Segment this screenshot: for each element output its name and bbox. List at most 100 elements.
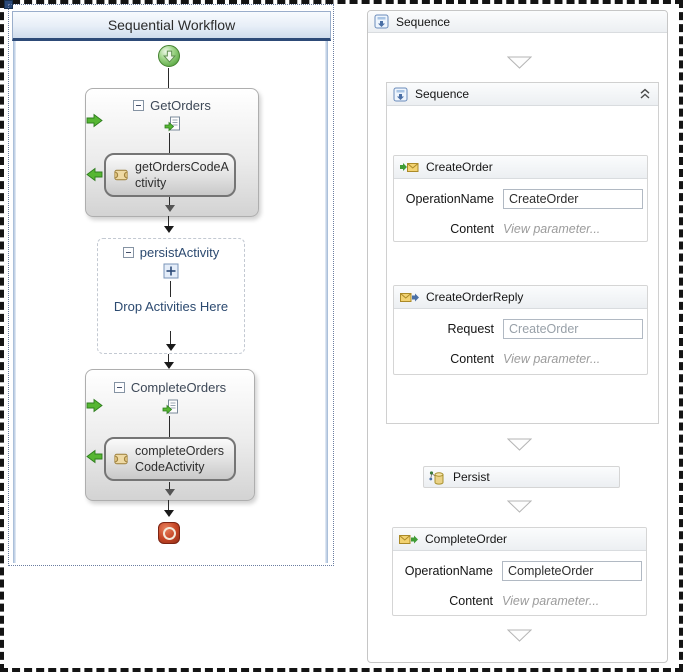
activity-completeorders[interactable]: CompleteOrders completeOrdersCodeActivit… [85,369,255,501]
activity-label: persistActivity [139,245,220,260]
property-label: Content [450,351,494,366]
event-icon-row [86,116,258,133]
sequence-label: Sequence [415,87,470,101]
property-row: OperationName [401,560,642,581]
activity-getorders-header: GetOrders [86,98,258,113]
property-label: Content [450,221,494,236]
connector-arrowhead [165,489,175,496]
property-label: Request [447,321,494,336]
green-arrow-right-icon[interactable] [86,113,103,128]
connector-arrowhead [164,226,174,233]
activity-label: CreateOrder [426,160,493,174]
activity-createorderreply[interactable]: CreateOrderReply Request Content View pa… [393,285,648,375]
activity-label: CompleteOrder [425,532,508,546]
sequence-icon [374,14,389,29]
property-row: OperationName [402,188,643,209]
workflow-title: Sequential Workflow [107,17,236,33]
connector-line [169,416,170,437]
property-label: OperationName [404,563,493,578]
send-reply-envelope-icon [400,292,419,302]
connector-arrowhead [165,205,175,212]
activity-createorder-header[interactable]: CreateOrder [394,156,647,179]
activity-createorder[interactable]: CreateOrder OperationName Content View p… [393,155,648,242]
event-icon-row [86,399,254,416]
sequence-icon [393,87,408,101]
persist-icon-row [98,263,244,279]
connector-line [168,216,169,226]
activity-label: CompleteOrders [130,380,227,395]
activity-completeorders-header: CompleteOrders [86,380,254,395]
operationname-input[interactable] [502,560,642,581]
activity-completeorderscodeactivity[interactable]: completeOrdersCodeActivity [104,437,236,481]
connector-line [168,354,169,362]
property-row: Content View parameter... [402,218,639,239]
design-surface-right-rail [325,41,328,563]
activity-label: CreateOrderReply [426,290,524,304]
sequence-label: Sequence [396,14,451,29]
property-label: OperationName [405,191,494,206]
connector-line [168,500,169,510]
design-surface-left-rail [13,41,16,563]
connector-line [169,482,170,489]
green-arrow-left-icon[interactable] [86,167,103,182]
activity-persistactivity-header: persistActivity [98,245,244,260]
connector-line [169,133,170,153]
outer-sequence-activity[interactable]: Sequence Sequence [367,10,668,663]
start-circle-icon [162,50,176,63]
request-input[interactable] [503,318,643,339]
persist-database-icon [429,470,444,485]
drop-target-triangle[interactable] [507,500,532,513]
connector-line [170,331,171,344]
drop-target-triangle[interactable] [507,629,532,642]
connector-line [168,68,169,88]
connector-arrowhead [164,362,174,369]
operationname-input[interactable] [503,188,643,209]
document-green-arrow-icon [164,116,180,132]
selection-border [8,4,334,566]
workflow-terminate-node[interactable] [158,522,180,544]
activity-label: GetOrders [150,98,211,113]
receive-envelope-icon [400,162,419,172]
property-row: Content View parameter... [402,348,639,369]
activity-persistactivity[interactable]: persistActivity Drop Activities Here [97,238,245,354]
outer-sequence-header[interactable]: Sequence [368,11,667,33]
collapse-toggle-icon[interactable] [133,100,145,111]
property-row: Request [402,318,643,339]
code-activity-name: completeOrdersCodeActivity [135,443,224,474]
activity-label: Persist [453,470,490,484]
scroll-icon [114,453,128,464]
persist-cross-icon [163,263,179,279]
document-green-arrow-icon [162,399,178,415]
drop-target-triangle[interactable] [507,438,532,451]
inner-sequence-header[interactable]: Sequence [387,83,658,106]
green-arrow-left-icon[interactable] [86,449,103,464]
drop-activities-hint: Drop Activities Here [113,299,229,314]
connector-arrowhead [164,510,174,517]
property-row: Content View parameter... [401,590,638,611]
connector-line [169,197,170,205]
connector-line [170,281,171,297]
scroll-icon [114,169,128,180]
collapse-button[interactable] [639,88,651,100]
receive-envelope-icon [399,534,418,544]
activity-completeorder[interactable]: CompleteOrder OperationName Content View… [392,527,647,616]
activity-createorderreply-header[interactable]: CreateOrderReply [394,286,647,309]
green-arrow-right-icon[interactable] [86,398,103,413]
inner-sequence-activity[interactable]: Sequence CreateOrder OperationName [386,82,659,424]
property-label: Content [449,593,493,608]
view-parameter-link[interactable]: View parameter... [503,351,601,366]
activity-getorders[interactable]: GetOrders getOrdersCodeActivity [85,88,259,217]
activity-persist[interactable]: Persist [423,466,620,488]
activity-completeorder-header[interactable]: CompleteOrder [393,528,646,551]
code-activity-name: getOrdersCodeActivity [135,159,229,190]
workflow-start-node[interactable] [158,45,180,67]
terminate-icon [162,526,176,540]
view-parameter-link[interactable]: View parameter... [503,221,601,236]
activity-getorderscodeactivity[interactable]: getOrdersCodeActivity [104,153,236,197]
drop-target-triangle[interactable] [507,56,532,69]
workflow-title-bar[interactable]: Sequential Workflow [12,11,331,41]
collapse-toggle-icon[interactable] [122,247,134,258]
collapse-toggle-icon[interactable] [113,382,125,393]
view-parameter-link[interactable]: View parameter... [502,593,600,608]
